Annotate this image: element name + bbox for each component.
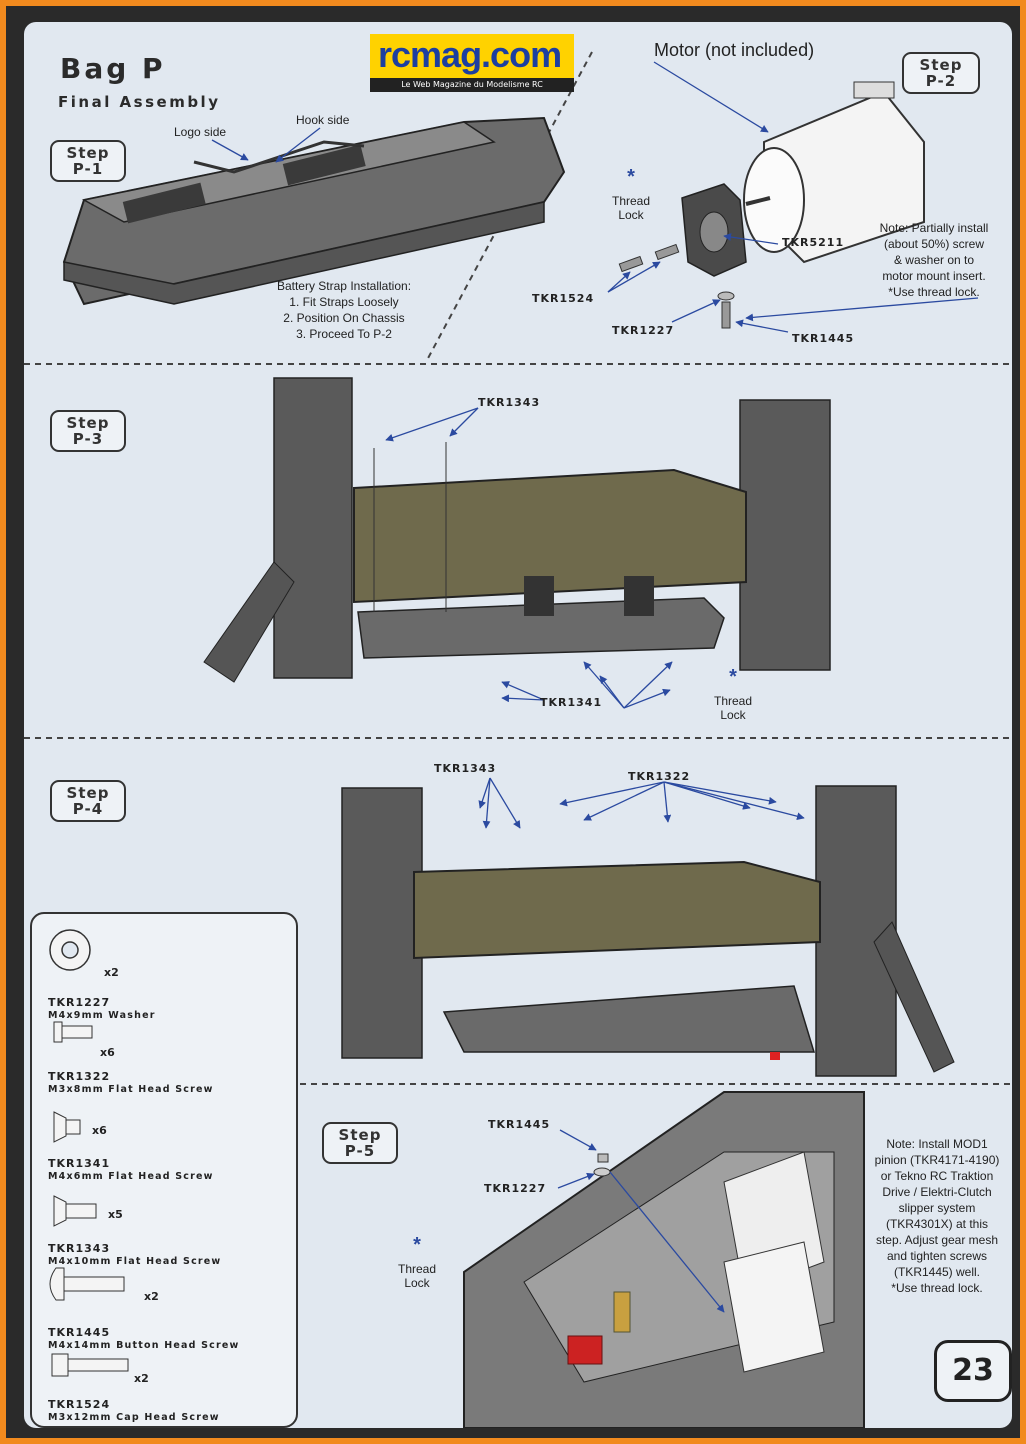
legend-desc-tkr1341: M4x6mm Flat Head Screw	[48, 1171, 214, 1182]
flat-head-screw-icon	[53, 1195, 97, 1227]
flat-head-screw-icon	[53, 1111, 81, 1143]
hook-side-label: Hook side	[296, 113, 350, 127]
flat-head-screw-icon	[53, 1021, 93, 1043]
rcmag-logo: rcmag.com Le Web Magazine du Modelisme R…	[370, 34, 574, 92]
part-label-tkr5211: TKR5211	[782, 236, 845, 249]
page-frame: Bag P Final Assembly rcmag.com Le Web Ma…	[6, 6, 1020, 1438]
thread-lock-icon: *	[627, 166, 635, 188]
thread-lock-line2: Lock	[720, 708, 746, 722]
p5-note-line-3: or Tekno RC Traktion	[880, 1169, 994, 1183]
chassis-illustration-p3	[203, 377, 831, 683]
legend-desc-tkr1322: M3x8mm Flat Head Screw	[48, 1084, 214, 1095]
part-label-tkr1322-p4: TKR1322	[628, 770, 691, 783]
legend-qty-tkr1343: x5	[108, 1208, 123, 1221]
cap-head-screw-icon	[51, 1353, 129, 1377]
legend-code-tkr1343: TKR1343	[48, 1242, 111, 1255]
part-label-tkr1343-p3: TKR1343	[478, 396, 541, 409]
battery-tray-illustration	[62, 116, 566, 306]
thread-lock-line2: Lock	[404, 1276, 430, 1290]
divider-diagonal	[425, 51, 593, 363]
p5-note-line-6: (TKR4301X) at this	[885, 1217, 989, 1231]
thread-lock-line2: Lock	[618, 208, 644, 222]
logo-text: rcmag.com	[378, 34, 562, 75]
part-label-tkr1227-p5: TKR1227	[484, 1182, 547, 1195]
thread-lock-line1: Thread	[611, 194, 651, 208]
chassis-illustration-p4	[341, 785, 955, 1077]
legend-qty-tkr1524: x2	[134, 1372, 149, 1385]
step-p3-label: Step P-3	[50, 410, 126, 452]
button-head-screw-icon	[49, 1267, 125, 1301]
strap-instruction-1: 1. Fit Straps Loosely	[289, 295, 399, 309]
legend-icons	[49, 929, 129, 1377]
step-p4-label: Step P-4	[50, 780, 126, 822]
illustrations	[24, 51, 1012, 1428]
legend-code-tkr1227: TKR1227	[48, 996, 111, 1009]
legend-code-tkr1524: TKR1524	[48, 1398, 111, 1411]
washer-icon	[49, 929, 91, 971]
logo-subtitle: Le Web Magazine du Modelisme RC	[370, 78, 574, 92]
strap-instruction-2: 2. Position On Chassis	[283, 311, 405, 325]
p5-note-line-2: pinion (TKR4171-4190)	[874, 1153, 1000, 1167]
motor-install-illustration	[463, 1091, 865, 1428]
legend-code-tkr1445: TKR1445	[48, 1326, 111, 1339]
legend-qty-tkr1322: x6	[100, 1046, 115, 1059]
thread-lock-icon: *	[729, 666, 737, 688]
motor-illustration	[743, 81, 925, 264]
part-label-tkr1445: TKR1445	[792, 332, 855, 345]
p2-note-line-2: (about 50%) screw	[883, 237, 985, 251]
thread-lock-line1: Thread	[713, 694, 753, 708]
p2-note-line-4: motor mount insert.	[882, 269, 986, 283]
parts-legend: x2 TKR1227 M4x9mm Washer x6 TKR1322 M3x8…	[30, 912, 298, 1428]
bag-title: Bag P	[60, 52, 166, 85]
legend-qty-tkr1445: x2	[144, 1290, 159, 1303]
p2-note-line-5: *Use thread lock.	[888, 285, 980, 299]
part-label-tkr1524: TKR1524	[532, 292, 595, 305]
thread-lock-badge-p2: * Thread Lock	[608, 166, 654, 222]
thread-lock-line1: Thread	[397, 1262, 437, 1276]
p2-note-line-1: Note: Partially install	[879, 221, 989, 235]
thread-lock-icon: *	[413, 1234, 421, 1256]
p5-note-line-8: and tighten screws	[886, 1249, 988, 1263]
p5-note-line-9: (TKR1445) well.	[893, 1265, 981, 1279]
p5-note-line-7: step. Adjust gear mesh	[875, 1233, 999, 1247]
legend-desc-tkr1524: M3x12mm Cap Head Screw	[48, 1412, 220, 1423]
legend-qty-tkr1227: x2	[104, 966, 119, 979]
manual-page: Bag P Final Assembly rcmag.com Le Web Ma…	[24, 22, 1012, 1428]
p5-note-line-1: Note: Install MOD1	[886, 1137, 988, 1151]
legend-desc-tkr1445: M4x14mm Button Head Screw	[48, 1340, 240, 1351]
strap-instruction-3: 3. Proceed To P-2	[296, 327, 392, 341]
motor-label: Motor (not included)	[654, 40, 815, 60]
step-p5-label: Step P-5	[322, 1122, 398, 1164]
section-title: Final Assembly	[58, 93, 221, 111]
motor-mount-illustration	[681, 183, 747, 277]
legend-code-tkr1322: TKR1322	[48, 1070, 111, 1083]
legend-code-tkr1341: TKR1341	[48, 1157, 111, 1170]
part-label-tkr1341-p3: TKR1341	[540, 696, 603, 709]
step-p1-label: Step P-1	[50, 140, 126, 182]
p5-note-line-10: *Use thread lock.	[891, 1281, 983, 1295]
p2-note-line-3: & washer on to	[893, 253, 975, 267]
thread-lock-badge-p5: * Thread Lock	[394, 1234, 440, 1290]
step-p2-label: Step P-2	[902, 52, 980, 94]
part-label-tkr1343-p4: TKR1343	[434, 762, 497, 775]
part-label-tkr1227: TKR1227	[612, 324, 675, 337]
legend-qty-tkr1341: x6	[92, 1124, 107, 1137]
strap-instructions-title: Battery Strap Installation:	[276, 279, 412, 293]
p5-note-line-5: slipper system	[898, 1201, 976, 1215]
legend-desc-tkr1227: M4x9mm Washer	[48, 1010, 156, 1021]
page-number: 23	[934, 1340, 1012, 1402]
part-label-tkr1445-p5: TKR1445	[488, 1118, 551, 1131]
logo-side-label: Logo side	[174, 125, 227, 139]
legend-desc-tkr1343: M4x10mm Flat Head Screw	[48, 1256, 222, 1267]
screws-p2	[618, 243, 735, 329]
p5-note-line-4: Drive / Elektri-Clutch	[882, 1185, 992, 1199]
thread-lock-badge-p3: * Thread Lock	[710, 666, 756, 722]
